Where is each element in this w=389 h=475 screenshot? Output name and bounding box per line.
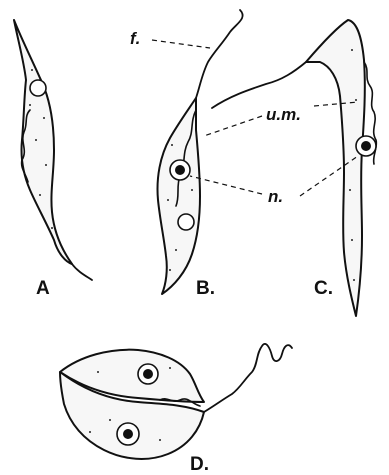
label-panel-c: C.	[314, 278, 333, 299]
panel-b-nucleus	[170, 160, 190, 180]
panel-d-upper-nucleus	[138, 364, 158, 384]
label-panel-d: D.	[190, 454, 209, 475]
panel-a-organism	[14, 20, 92, 280]
panel-a-tail	[72, 264, 92, 280]
panel-c-nucleus	[356, 136, 376, 156]
label-panel-b: B.	[196, 278, 215, 299]
panel-c-organism	[212, 20, 376, 316]
panel-d-lower-nucleus	[117, 423, 139, 445]
panel-b-flagellum	[196, 10, 243, 98]
leader-f-to-flagellum	[152, 40, 210, 48]
label-flagellum: f.	[130, 29, 140, 48]
panel-a-vacuole	[30, 80, 46, 96]
panel-c-cell-body	[306, 20, 365, 316]
panel-b-vacuole	[178, 214, 194, 230]
panel-b-cell-body	[158, 98, 201, 294]
panel-d-organism	[60, 344, 292, 459]
panel-d-flagellum	[204, 344, 292, 412]
leader-um-to-panel-b	[204, 116, 262, 136]
panel-b-organism	[158, 10, 243, 294]
panel-c-flagellum	[212, 62, 306, 108]
label-panel-a: A	[36, 278, 50, 299]
label-nucleus: n.	[268, 187, 283, 206]
label-undulating-membrane: u.m.	[266, 105, 301, 124]
part-labels: f. u.m. n.	[130, 29, 301, 206]
